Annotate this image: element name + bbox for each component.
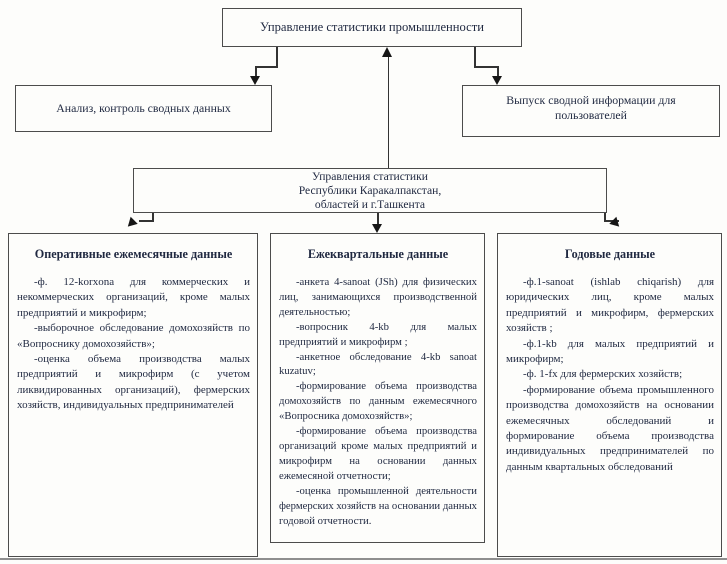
arrow-up-icon — [382, 47, 392, 57]
arrow-down-icon — [371, 224, 382, 233]
connector-regional-to-annual-h — [604, 220, 619, 222]
analysis-box: Анализ, контроль сводных данных — [15, 85, 272, 132]
monthly-item: -выборочное обследование домохозяйств по… — [17, 322, 250, 350]
quarterly-data-title: Ежеквартальные данные — [307, 247, 449, 261]
connector-regional-to-root — [387, 56, 389, 168]
quarterly-data-box: Ежеквартальные данные -анкета 4-sanoat (… — [270, 233, 485, 543]
annual-item: -ф.1-kb для малых предприятий и микрофир… — [506, 337, 714, 366]
quarterly-item: -анкетное обследование 4-kb sanoat kuzat… — [279, 350, 477, 378]
annual-item: -ф.1-sanoat (ishlab chiqarish) для юриди… — [506, 276, 714, 335]
annual-data-title: Годовые данные — [564, 247, 656, 261]
monthly-data-title: Оперативные ежемесячные данные — [34, 247, 233, 261]
monthly-item: -ф. 12-korxona для коммерческих и некомм… — [17, 276, 250, 319]
connector-root-to-analysis-v1 — [276, 47, 278, 67]
regional-statistics-box: Управления статистики Республики Каракал… — [133, 168, 607, 213]
arrow-down-icon — [492, 76, 502, 85]
monthly-data-box: Оперативные ежемесячные данные -ф. 12-ko… — [8, 233, 258, 557]
analysis-box-label: Анализ, контроль сводных данных — [56, 101, 231, 115]
connector-root-to-analysis-h — [255, 66, 278, 68]
connector-regional-to-monthly-h — [139, 220, 154, 222]
annual-data-box: Годовые данные -ф.1-sanoat (ishlab chiqa… — [497, 233, 722, 557]
root-box-industry-statistics: Управление статистики промышленности — [222, 8, 522, 47]
quarterly-item: -формирование объема производства домохо… — [279, 380, 477, 423]
connector-regional-to-monthly-v — [152, 213, 154, 222]
quarterly-item: -оценка промышленной деятельности фермер… — [279, 484, 477, 527]
regional-box-line1: Управления статистики — [312, 170, 428, 184]
connector-regional-to-annual-v — [604, 213, 606, 222]
output-box: Выпуск сводной информации для пользовате… — [462, 85, 720, 137]
connector-regional-to-quarterly — [377, 213, 379, 226]
connector-root-to-output-h — [474, 66, 498, 68]
annual-item: -ф. 1-fx для фермерских хозяйств; — [523, 368, 683, 381]
page-bottom-scan-line — [0, 558, 727, 560]
connector-root-to-analysis-v2 — [255, 66, 257, 78]
arrow-down-left-icon — [124, 216, 138, 231]
quarterly-item: -анкета 4-sanoat (JSh) для физических ли… — [279, 276, 477, 318]
connector-root-to-output-v1 — [474, 47, 476, 67]
monthly-item: -оценка объема производства малых предпр… — [17, 353, 250, 412]
annual-item: -формирование объема промышленного произ… — [506, 383, 714, 473]
regional-box-line3: областей и г.Ташкента — [314, 197, 426, 211]
output-box-label: Выпуск сводной информации для пользовате… — [506, 93, 676, 122]
root-box-label: Управление статистики промышленности — [260, 20, 484, 34]
arrow-down-icon — [250, 76, 260, 85]
quarterly-item: -вопросник 4-kb для малых предприятий и … — [279, 320, 477, 348]
quarterly-item: -формирование объема производства органи… — [279, 425, 477, 482]
arrow-down-right-icon — [609, 216, 623, 231]
regional-box-line2: Республики Каракалпакстан, — [298, 184, 442, 198]
connector-root-to-output-v2 — [497, 66, 499, 78]
